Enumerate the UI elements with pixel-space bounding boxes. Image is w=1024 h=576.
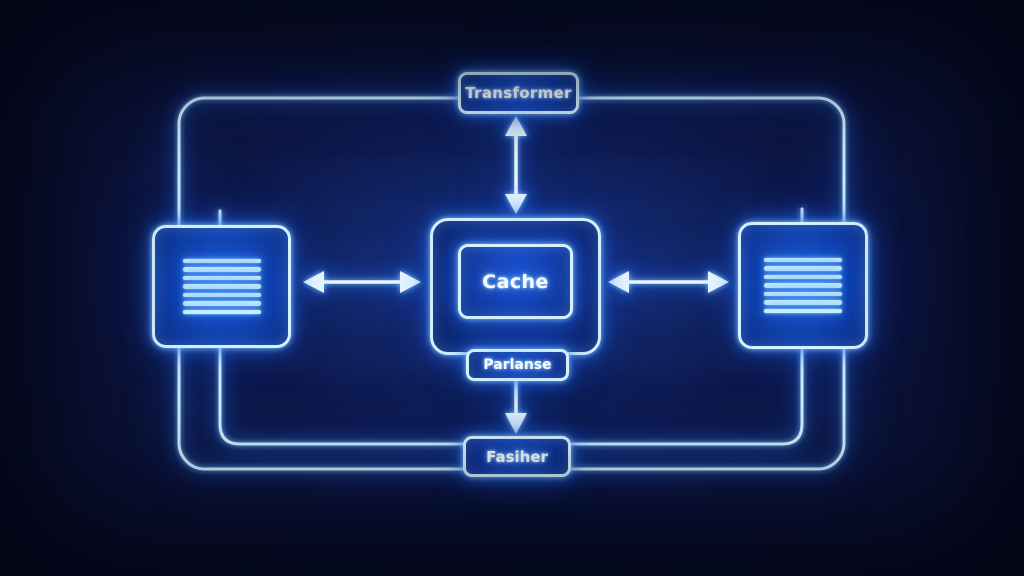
down-arrow: [505, 378, 527, 434]
document-line: [182, 267, 261, 272]
document-line: [182, 301, 261, 306]
document-line: [182, 292, 261, 298]
document-line: [764, 300, 842, 305]
node-label: Parlanse: [483, 357, 552, 373]
document-line: [764, 257, 842, 262]
node-transformer: Transformer: [458, 72, 579, 114]
node-cache: Cache: [458, 244, 573, 319]
left-drop-connector: [218, 343, 467, 446]
node-parlanse: Parlanse: [466, 349, 569, 381]
node-left-document: [152, 225, 291, 348]
node-label: Fasiher: [486, 447, 548, 466]
document-lines-icon: [182, 258, 261, 315]
document-line: [182, 258, 261, 263]
node-label: Cache: [482, 270, 549, 293]
document-lines-icon: [764, 257, 842, 314]
node-label: Transformer: [465, 84, 572, 102]
right-bidirectional-arrow: [608, 271, 729, 293]
document-line: [764, 291, 842, 297]
document-line: [764, 274, 842, 280]
left-bidirectional-arrow: [303, 271, 421, 293]
document-line: [182, 309, 261, 315]
document-line: [764, 308, 842, 314]
document-line: [182, 275, 261, 281]
node-right-document: [738, 222, 868, 349]
document-line: [764, 266, 842, 271]
node-fasiher: Fasiher: [463, 436, 571, 477]
document-line: [182, 284, 261, 289]
document-line: [764, 283, 842, 288]
right-drop-connector: [566, 344, 804, 446]
vertical-bidirectional-arrow: [505, 116, 527, 214]
